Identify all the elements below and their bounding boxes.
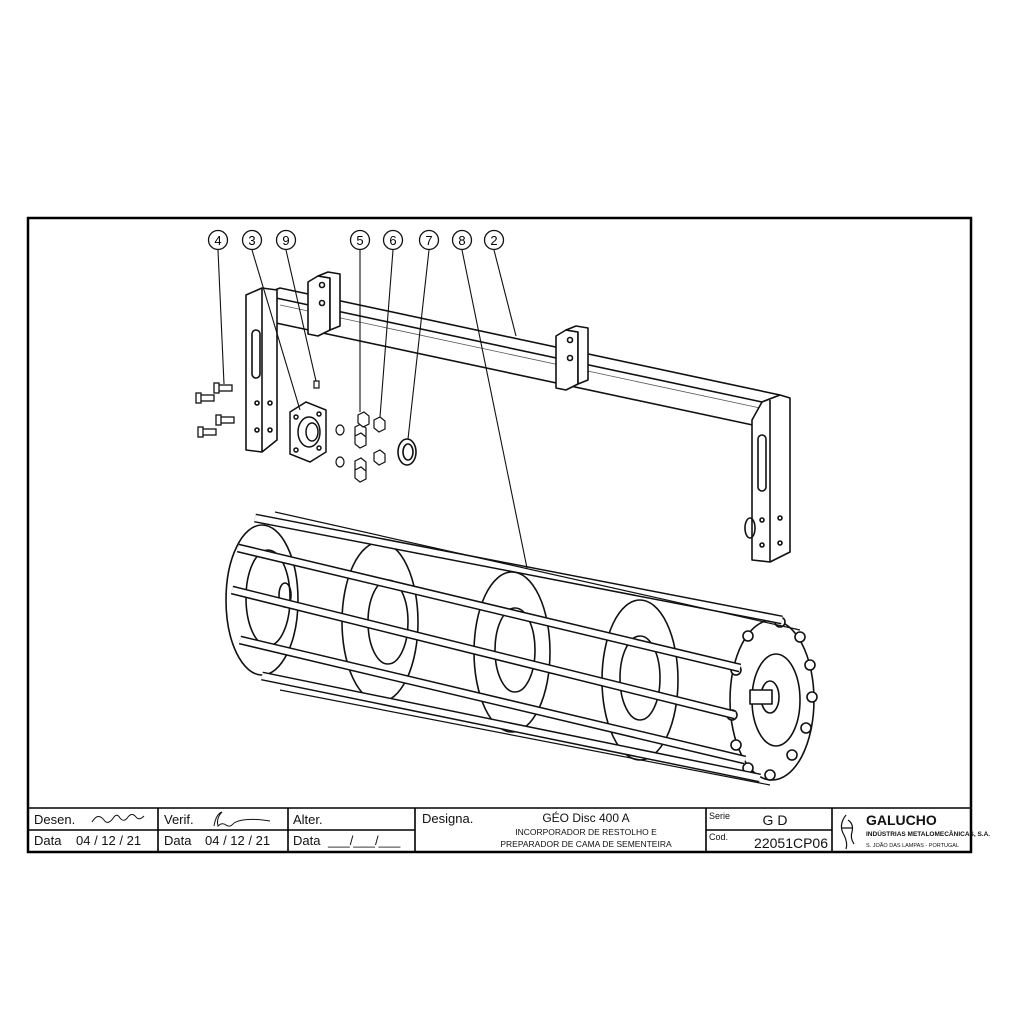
callout-7: 7 bbox=[418, 229, 440, 251]
callout-5: 5 bbox=[349, 229, 371, 251]
product-name: GÉO Disc 400 A bbox=[542, 810, 629, 825]
description-line-1: INCORPORADOR DE RESTOLHO E bbox=[515, 827, 657, 837]
callout-7-label: 7 bbox=[425, 233, 432, 248]
callout-8: 8 bbox=[451, 229, 473, 251]
callout-4: 4 bbox=[207, 229, 229, 251]
callout-4-label: 4 bbox=[214, 233, 221, 248]
callout-6: 6 bbox=[382, 229, 404, 251]
drawn-by-label: Desen. bbox=[34, 812, 75, 827]
checked-date-label: Data bbox=[164, 833, 192, 848]
callout-9: 9 bbox=[275, 229, 297, 251]
callout-8-label: 8 bbox=[458, 233, 465, 248]
code-value: 22051CP06 bbox=[754, 835, 828, 851]
altered-date: ___/___/___ bbox=[327, 833, 401, 848]
code-label: Cod. bbox=[709, 832, 728, 842]
callout-leaders bbox=[217, 249, 528, 569]
company-location: S. JOÃO DAS LAMPAS - PORTUGAL bbox=[866, 842, 959, 849]
drawing-frame bbox=[26, 216, 973, 854]
callout-2-label: 2 bbox=[490, 233, 497, 248]
company-logo bbox=[840, 814, 855, 850]
designation-label: Designa. bbox=[422, 811, 473, 826]
series-label: Serie bbox=[709, 811, 730, 821]
grease-nipple-part-9 bbox=[313, 380, 320, 389]
callout-3-label: 3 bbox=[248, 233, 255, 248]
company-block-text: GALUCHO INDÚSTRIAS METALOMECÂNICAS, S.A.… bbox=[866, 812, 990, 849]
bolts-part-4 bbox=[195, 382, 235, 438]
altered-date-label: Data bbox=[293, 833, 321, 848]
packer-roller-part-8 bbox=[225, 511, 818, 786]
title-block bbox=[28, 807, 971, 852]
altered-label: Alter. bbox=[293, 812, 323, 827]
drawn-date: 04 / 12 / 21 bbox=[76, 833, 141, 848]
checked-by-signature bbox=[213, 811, 271, 827]
checked-by-label: Verif. bbox=[164, 812, 194, 827]
callout-2: 2 bbox=[483, 229, 505, 251]
drawn-by-signature bbox=[91, 814, 145, 823]
callout-3: 3 bbox=[241, 229, 263, 251]
title-block-text: Desen. Verif. Alter. Data 04 / 12 / 21 D… bbox=[34, 810, 828, 851]
drawn-date-label: Data bbox=[34, 833, 62, 848]
company-subtitle: INDÚSTRIAS METALOMECÂNICAS, S.A. bbox=[866, 829, 990, 838]
bearing-unit-part-3 bbox=[289, 401, 327, 463]
callout-5-label: 5 bbox=[356, 233, 363, 248]
nuts-washers-parts-5-6 bbox=[335, 411, 386, 483]
description-line-2: PREPARADOR DE CAMA DE SEMENTEIRA bbox=[500, 839, 672, 849]
frame-beam-assembly bbox=[245, 271, 791, 563]
seal-ring-part-7 bbox=[397, 438, 417, 466]
callout-6-label: 6 bbox=[389, 233, 396, 248]
series-value: G D bbox=[763, 812, 788, 828]
checked-date: 04 / 12 / 21 bbox=[205, 833, 270, 848]
callout-9-label: 9 bbox=[282, 233, 289, 248]
company-name: GALUCHO bbox=[866, 812, 937, 828]
